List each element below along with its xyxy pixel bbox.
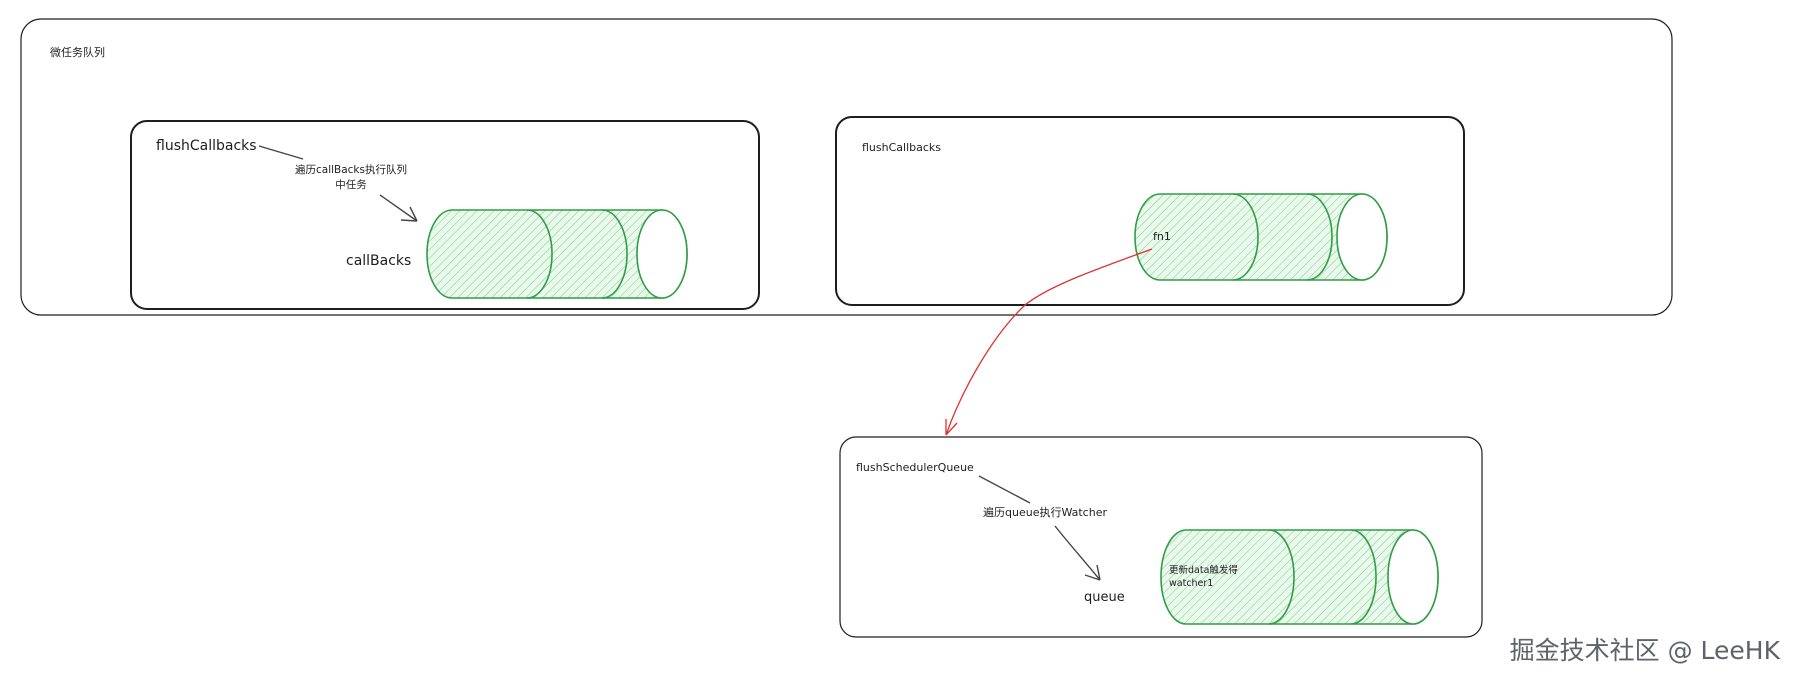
watermark: 掘金技术社区 @ LeeHK — [1509, 636, 1780, 665]
left-note-line1: 遍历callBacks执行队列 — [295, 163, 407, 176]
fn-queue-cylinder — [1134, 193, 1388, 281]
left-note-arrow — [379, 194, 418, 222]
fn1-label: fn1 — [1153, 230, 1171, 243]
left-flushcallbacks-box: flushCallbacks 遍历callBacks执行队列 中任务 callB… — [130, 120, 760, 310]
flushschedulerqueue-box: flushSchedulerQueue 遍历queue执行Watcher que… — [839, 436, 1483, 638]
callbacks-queue-label: callBacks — [346, 253, 411, 269]
callbacks-queue-cylinder — [426, 209, 688, 299]
fn1-to-scheduler-arrow — [945, 248, 1153, 436]
bottom-box-frame — [839, 436, 1483, 638]
microtask-queue-label: 微任务队列 — [50, 45, 105, 59]
watcher-queue-cylinder — [1160, 529, 1439, 625]
bottom-title-connector — [978, 475, 1031, 504]
right-flushcallbacks-box: flushCallbacks fn1 — [835, 116, 1465, 306]
bottom-note-arrow — [1054, 525, 1101, 581]
left-box-frame — [130, 120, 760, 310]
bottom-box-title: flushSchedulerQueue — [856, 461, 974, 474]
left-box-title: flushCallbacks — [156, 138, 257, 154]
right-box-title: flushCallbacks — [862, 141, 941, 154]
watcher-item-line2: watcher1 — [1169, 578, 1213, 589]
watcher-item-line1: 更新data触发得 — [1169, 564, 1238, 576]
left-title-connector — [258, 145, 304, 160]
queue-label: queue — [1084, 590, 1125, 605]
left-note-line2: 中任务 — [335, 178, 367, 191]
microtask-queue-frame — [20, 18, 1673, 316]
right-box-frame — [835, 116, 1465, 306]
bottom-note: 遍历queue执行Watcher — [983, 505, 1107, 519]
